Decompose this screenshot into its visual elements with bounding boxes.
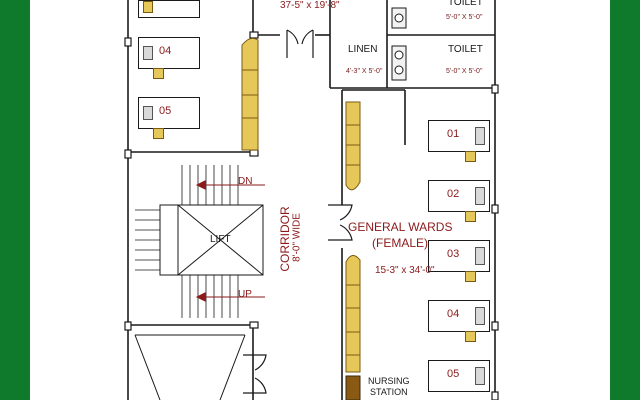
bed-side-table (465, 151, 476, 162)
left-bed-05: 05 (138, 97, 200, 139)
ward-name: GENERAL WARDS (348, 220, 453, 234)
nursing-label-2: STATION (370, 387, 408, 397)
bed-number: 05 (159, 105, 172, 117)
bed-number: 02 (447, 188, 460, 200)
ward-dimension: 15-3" x 34'-0" (375, 265, 435, 276)
right-frame-border (610, 0, 640, 400)
toilet-2-label: TOILET (448, 44, 483, 55)
floor-plan-canvas: 04 05 01 02 03 (30, 0, 610, 401)
bed-side-table (153, 68, 164, 79)
top-room-dimension: 37-5" x 19'-8" (280, 0, 340, 11)
bed-top-partial (138, 0, 200, 18)
bed-side-table (465, 211, 476, 222)
ward-bench-upper (345, 101, 361, 191)
bed-headboard (475, 367, 485, 385)
left-bed-04: 04 (138, 37, 200, 79)
ward-bed-03: 03 (428, 240, 490, 282)
nursing-label-1: NURSING (368, 376, 410, 386)
bed-side-table (465, 331, 476, 342)
lift-label: LIFT (210, 234, 231, 245)
bed-side-table (153, 128, 164, 139)
lower-hopper (134, 334, 246, 401)
ward-subtitle: (FEMALE) (372, 236, 429, 250)
bed-headboard (143, 46, 153, 60)
floor-plan-drawing (124, 0, 499, 401)
stair-up-label: UP (238, 289, 252, 300)
ward-double-door (328, 204, 353, 241)
lower-double-door (243, 354, 267, 394)
linen-dimension: 4'-3" X 5'-0" (346, 68, 383, 75)
bed-headboard (475, 307, 485, 325)
corridor-label: CORRIDOR (278, 206, 292, 272)
bed-number: 05 (447, 368, 460, 380)
bed-headboard (475, 127, 485, 145)
toilet-1-dimension: 5'-0" X 5'-0" (446, 14, 483, 21)
ward-bed-02: 02 (428, 180, 490, 222)
ward-bed-04: 04 (428, 300, 490, 342)
linen-label: LINEN (348, 44, 378, 55)
bed-headboard (475, 187, 485, 205)
ward-bed-01: 01 (428, 120, 490, 162)
left-frame-border (0, 0, 30, 400)
bed-number: 04 (159, 45, 172, 57)
bed-number: 03 (447, 248, 460, 260)
bed-number: 04 (447, 308, 460, 320)
bed-headboard (143, 106, 153, 120)
bed-headboard (475, 247, 485, 265)
top-double-door (286, 29, 314, 58)
toilet-1-label: TOILET (448, 0, 483, 8)
nursing-desk (345, 375, 361, 401)
ward-bed-05: 05 (428, 360, 490, 392)
bed-pillow (143, 1, 153, 13)
stair-down-label: DN (238, 176, 253, 187)
bed-side-table (465, 271, 476, 282)
corridor-width: 8'-0" WIDE (291, 213, 303, 262)
corridor-bench-left (241, 37, 259, 151)
bed-number: 01 (447, 128, 460, 140)
toilet-2-dimension: 5'-0" X 5'-0" (446, 68, 483, 75)
